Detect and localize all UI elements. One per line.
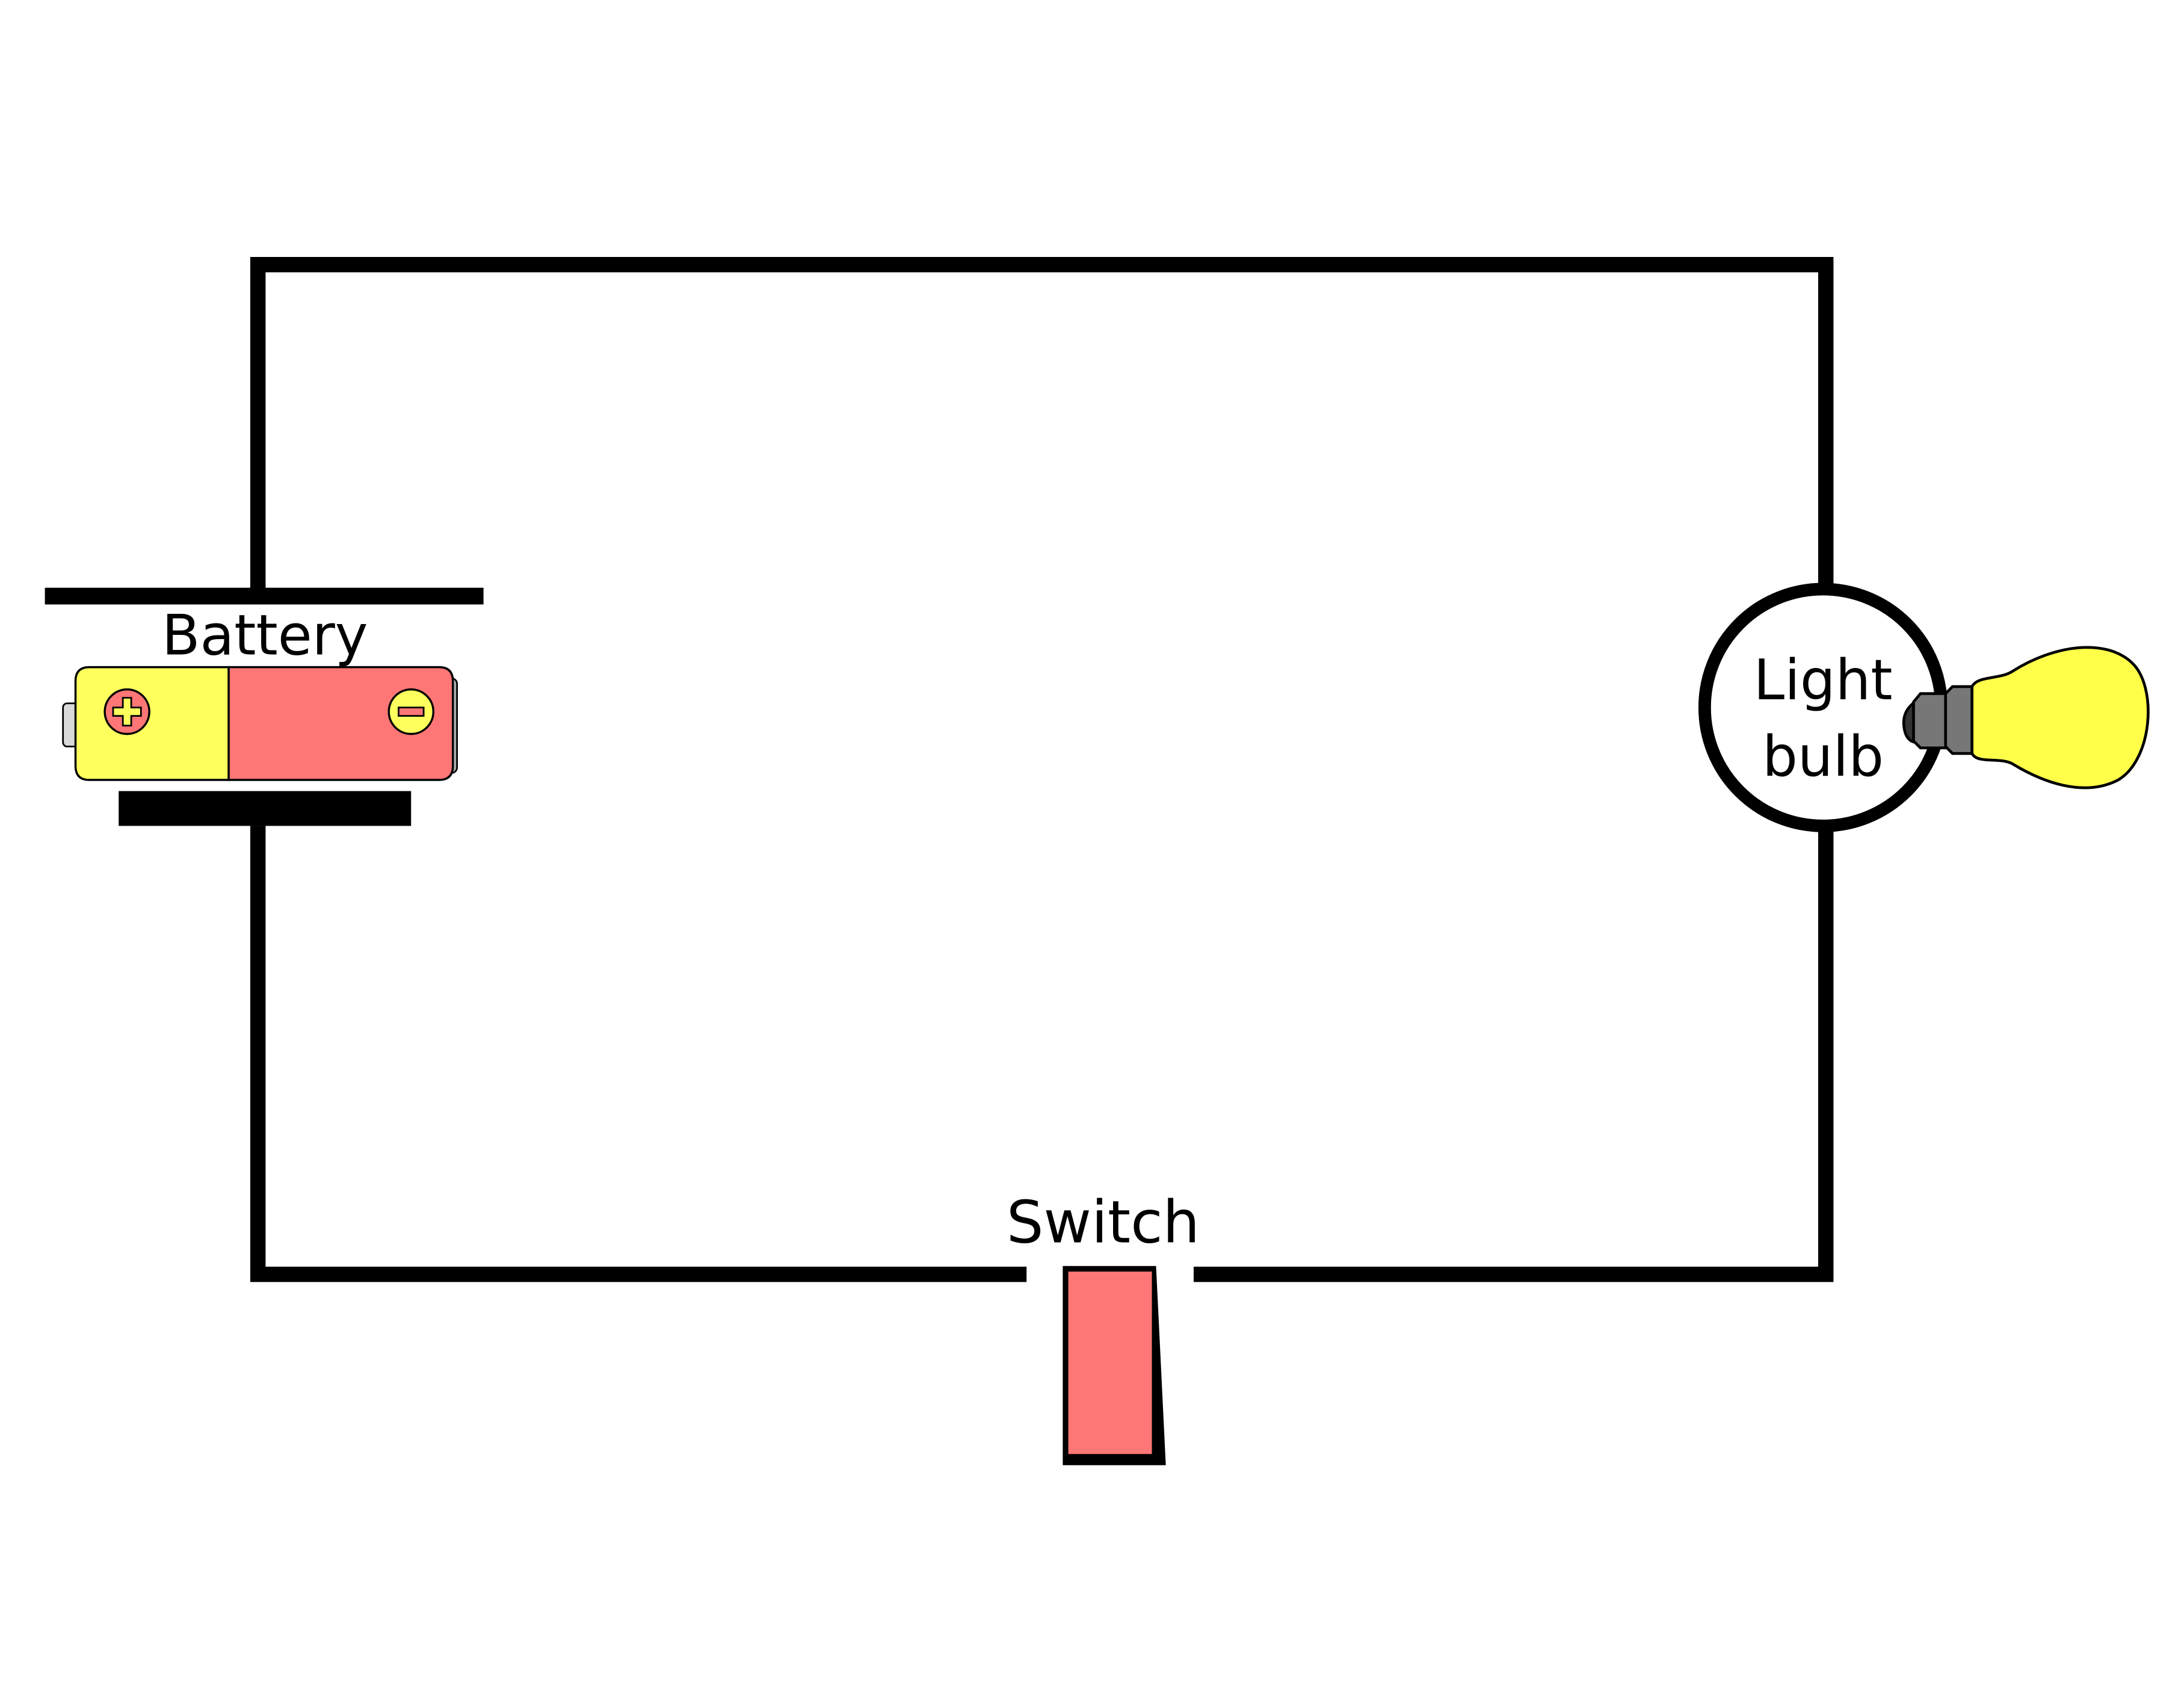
battery-positive-plate	[45, 587, 484, 605]
switch-label: Switch	[1007, 1188, 1200, 1256]
bulb-label-line1: Light	[1754, 648, 1893, 713]
bulb-label-line2: bulb	[1762, 724, 1884, 789]
minus-icon	[387, 688, 435, 735]
battery-negative-plate	[119, 791, 412, 826]
wires	[250, 256, 1834, 1282]
wire-right-bottom	[1193, 827, 1834, 1282]
battery-icon	[62, 666, 458, 781]
wire-top	[250, 256, 1834, 596]
switch-toggle[interactable]	[1063, 1266, 1166, 1465]
light-bulb-icon	[1902, 646, 2150, 790]
plus-icon	[103, 688, 150, 735]
battery-label: Battery	[162, 603, 368, 668]
wire-left-bottom	[250, 826, 1027, 1282]
